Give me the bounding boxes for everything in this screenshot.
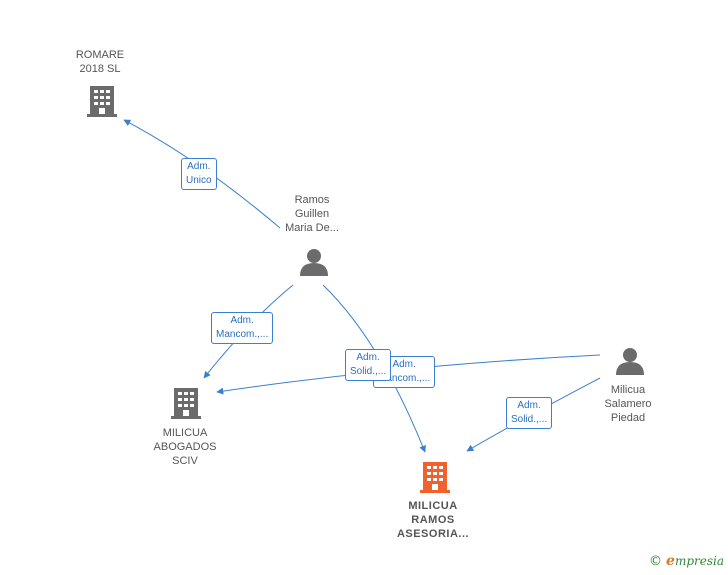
- person-icon[interactable]: [300, 249, 328, 276]
- node-label-milicua-ramos[interactable]: MILICUA RAMOS ASESORIA...: [396, 500, 470, 540]
- node-label-milicua-salamero[interactable]: Milicua Salamero Piedad: [604, 384, 652, 424]
- copyright-icon: ©: [649, 554, 663, 569]
- edge-label-adm-solid[interactable]: Adm. Solid.,...: [506, 397, 553, 429]
- node-label-romare[interactable]: ROMARE 2018 SL: [75, 49, 125, 75]
- building-icon-focus[interactable]: [420, 462, 450, 493]
- node-label-ramos-guillen[interactable]: Ramos Guillen Maria De...: [285, 194, 339, 234]
- node-label-milicua-abogados[interactable]: MILICUA ABOGADOS SCIV: [153, 427, 217, 467]
- person-icon[interactable]: [616, 348, 644, 375]
- edge-label-adm-unico[interactable]: Adm. Unico: [181, 158, 217, 190]
- edge-label-adm-solid[interactable]: Adm. Solid.,...: [345, 349, 392, 381]
- copyright-notice: ©empresia: [649, 553, 724, 569]
- brand-initial: e: [666, 553, 675, 569]
- building-icon[interactable]: [87, 86, 117, 117]
- building-icon[interactable]: [171, 388, 201, 419]
- brand-name: mpresia: [674, 554, 724, 568]
- edge-label-adm-mancom[interactable]: Adm. Mancom.,...: [211, 312, 274, 344]
